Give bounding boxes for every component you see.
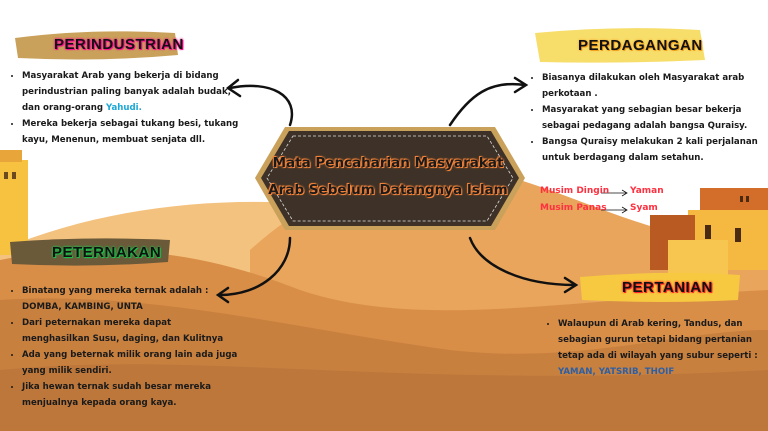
perdagangan-label: PERDAGANGAN bbox=[578, 37, 703, 54]
route-season: Musim Panas bbox=[540, 203, 607, 213]
list-item: Jika hewan ternak sudah besar mereka men… bbox=[22, 379, 238, 411]
highlight-yahudi: Yahudi. bbox=[106, 103, 142, 113]
peternakan-label: PETERNAKAN bbox=[52, 244, 162, 261]
perdagangan-list: Biasanya dilakukan oleh Masyarakat arab … bbox=[528, 70, 764, 166]
list-item: Ada yang beternak milik orang lain ada j… bbox=[22, 347, 238, 379]
list-item: Walaupun di Arab kering, Tandus, dan seb… bbox=[558, 316, 766, 380]
list-item: Biasanya dilakukan oleh Masyarakat arab … bbox=[542, 70, 764, 102]
list-item: Masyarakat yang sebagian besar bekerja s… bbox=[542, 102, 764, 134]
pertanian-list: Walaupun di Arab kering, Tandus, dan seb… bbox=[544, 316, 766, 380]
main-title: Mata Pencaharian Masyarakat Arab Sebelum… bbox=[258, 150, 518, 204]
list-item: Masyarakat Arab yang bekerja di bidang p… bbox=[22, 68, 248, 116]
title-line-1: Mata Pencaharian Masyarakat bbox=[272, 155, 504, 171]
title-line-2: Arab Sebelum Datangnya Islam bbox=[268, 182, 508, 198]
perindustrian-label: PERINDUSTRIAN bbox=[54, 36, 184, 53]
list-item: Binatang yang mereka ternak adalah : DOM… bbox=[22, 283, 238, 315]
title-plaque bbox=[255, 127, 525, 230]
list-item: Dari peternakan mereka dapat menghasilka… bbox=[22, 315, 238, 347]
highlight-regions: YAMAN, YATSRIB, THOIF bbox=[558, 367, 675, 377]
route-destination: Syam bbox=[630, 203, 658, 213]
perindustrian-list: Masyarakat Arab yang bekerja di bidang p… bbox=[8, 68, 248, 148]
bullet-text: Masyarakat Arab yang bekerja di bidang p… bbox=[22, 71, 231, 113]
connector-arrows bbox=[215, 76, 579, 304]
pertanian-label: PERTANIAN bbox=[622, 279, 713, 296]
list-item: Bangsa Quraisy melakukan 2 kali perjalan… bbox=[542, 134, 764, 166]
bullet-text: Walaupun di Arab kering, Tandus, dan seb… bbox=[558, 319, 758, 361]
peternakan-list: Binatang yang mereka ternak adalah : DOM… bbox=[8, 283, 238, 411]
right-buildings bbox=[650, 188, 768, 275]
route-arrows bbox=[601, 189, 628, 214]
route-season: Musim Dingin bbox=[540, 186, 610, 196]
route-destination: Yaman bbox=[630, 186, 664, 196]
left-tower bbox=[0, 150, 28, 255]
list-item: Mereka bekerja sebagai tukang besi, tuka… bbox=[22, 116, 248, 148]
